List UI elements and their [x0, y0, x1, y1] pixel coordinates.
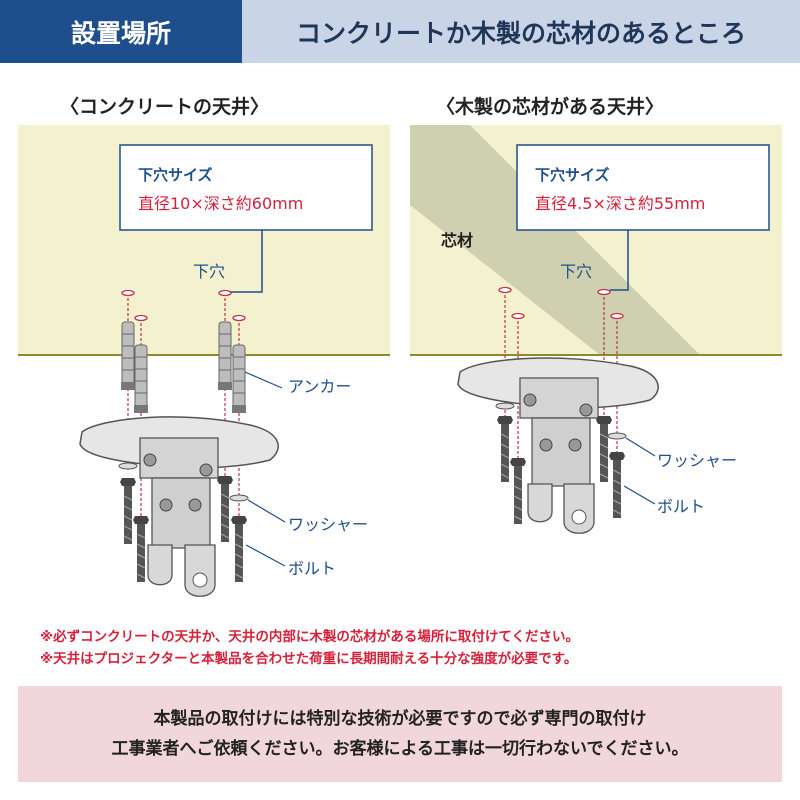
notice-line-2: 工事業者へご依頼ください。お客様による工事は一切行わないでください。	[111, 739, 689, 759]
bolt-4	[230, 515, 248, 583]
bolt-1	[119, 477, 137, 545]
bolt-r4	[608, 451, 626, 519]
anchor-label: アンカー	[288, 377, 351, 396]
washer-label: ワッシャー	[288, 515, 368, 534]
core-label: 芯材	[441, 231, 473, 250]
hole-label: 下穴	[193, 262, 225, 281]
ceiling-mount-right	[457, 357, 659, 534]
anchor-4	[231, 344, 247, 414]
washer-label-right: ワッシャー	[657, 451, 737, 470]
installation-notice: 本製品の取付けには特別な技術が必要ですので必ず専門の取付け 工事業者へご依頼くだ…	[18, 686, 782, 782]
hole-size-box	[119, 144, 373, 231]
ceiling-mount-left	[79, 416, 279, 597]
caution-note-1: ※必ずコンクリートの天井か、天井の内部に木製の芯材がある場所に取付けてください。	[40, 629, 579, 645]
bolt-label-right: ボルト	[657, 497, 705, 516]
anchor-2	[133, 344, 149, 414]
left-panel-title: 〈コンクリートの天井〉	[60, 96, 270, 118]
installation-diagram: 下穴サイズ 直径10×深さ約60mm 下穴 アンカー ワッシャー ボル	[18, 125, 782, 597]
bolt-r2	[509, 457, 527, 525]
bolt-3	[216, 475, 234, 543]
bolt-r1	[496, 415, 514, 483]
caution-notes: ※必ずコンクリートの天井か、天井の内部に木製の芯材がある場所に取付けてください。…	[40, 626, 780, 670]
location-title: コンクリートか木製の芯材のあるところ	[295, 18, 746, 48]
hole-size-box-right	[516, 144, 770, 231]
right-panel-title: 〈木製の芯材がある天井〉	[436, 96, 665, 118]
hole-size-value-right: 直径4.5×深さ約55mm	[535, 194, 705, 213]
anchor-1	[120, 321, 136, 391]
hole-size-value: 直径10×深さ約60mm	[138, 194, 303, 213]
bolt-label: ボルト	[288, 559, 336, 578]
notice-line-1: 本製品の取付けには特別な技術が必要ですので必ず専門の取付け	[153, 709, 647, 729]
hole-size-label-right: 下穴サイズ	[535, 166, 610, 184]
bolt-r3	[595, 415, 613, 483]
wood-core	[410, 125, 700, 355]
bolt-2	[132, 515, 150, 583]
location-tag: 設置場所	[0, 0, 242, 63]
caution-note-2: ※天井はプロジェクターと本製品を合わせた荷重に長期間耐える十分な強度が必要です。	[40, 651, 578, 667]
header-bar: 設置場所 コンクリートか木製の芯材のあるところ	[0, 0, 800, 63]
anchor-3	[217, 321, 233, 391]
hole-label-right: 下穴	[560, 262, 592, 281]
hole-size-label: 下穴サイズ	[138, 166, 213, 184]
